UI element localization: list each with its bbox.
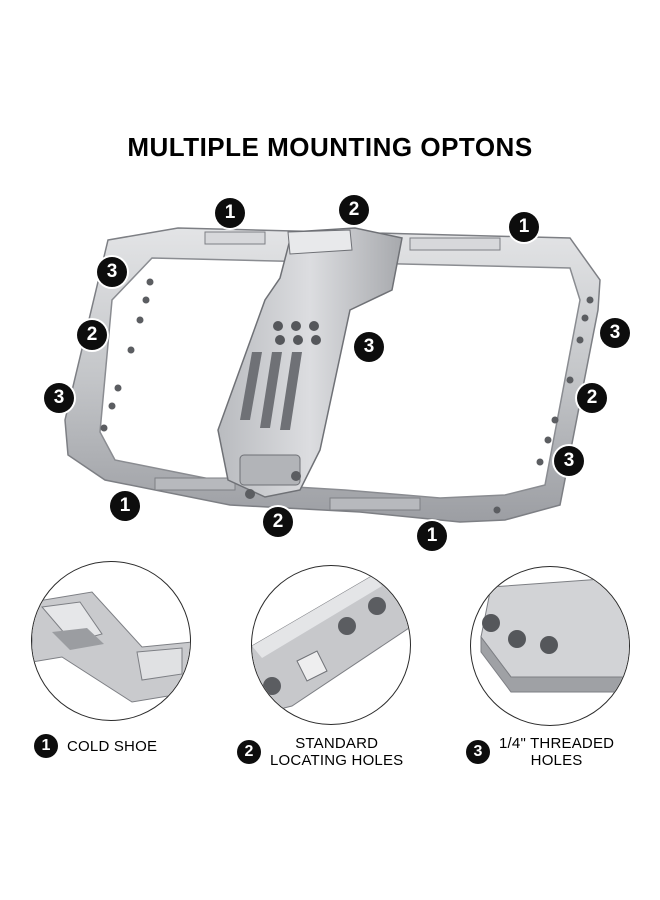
badge-locating-holes: 2 (577, 383, 607, 413)
badge-cold-shoe: 1 (110, 491, 140, 521)
badge-threaded-holes: 3 (44, 383, 74, 413)
badge-locating-holes: 2 (77, 320, 107, 350)
legend-label-line1: 1/4" THREADED (499, 735, 615, 752)
legend-badge: 3 (466, 740, 490, 764)
badge-cold-shoe: 1 (417, 521, 447, 551)
legend-cold-shoe: 1 COLD SHOE (34, 734, 157, 758)
badge-locating-holes: 2 (339, 195, 369, 225)
legend-threaded-holes: 3 1/4" THREADED HOLES (466, 735, 614, 769)
detail-threaded-holes (470, 566, 630, 726)
legend-label-line2: HOLES (530, 752, 583, 769)
legend-badge: 2 (237, 740, 261, 764)
page-title: MULTIPLE MOUNTING OPTONS (127, 132, 533, 162)
badge-threaded-holes: 3 (600, 318, 630, 348)
legend-label: COLD SHOE (67, 737, 158, 755)
detail-cold-shoe (31, 561, 191, 721)
badge-cold-shoe: 1 (215, 198, 245, 228)
badge-locating-holes: 2 (263, 507, 293, 537)
legend-label-line1: STANDARD (295, 735, 379, 752)
badge-threaded-holes: 3 (554, 446, 584, 476)
legend-label-line2: LOCATING HOLES (270, 752, 404, 769)
legend-badge: 1 (34, 734, 58, 758)
legend-locating-holes: 2 STANDARD LOCATING HOLES (237, 735, 403, 769)
detail-locating-holes (251, 565, 411, 725)
badge-threaded-holes: 3 (97, 257, 127, 287)
badge-threaded-holes: 3 (354, 332, 384, 362)
badge-cold-shoe: 1 (509, 212, 539, 242)
